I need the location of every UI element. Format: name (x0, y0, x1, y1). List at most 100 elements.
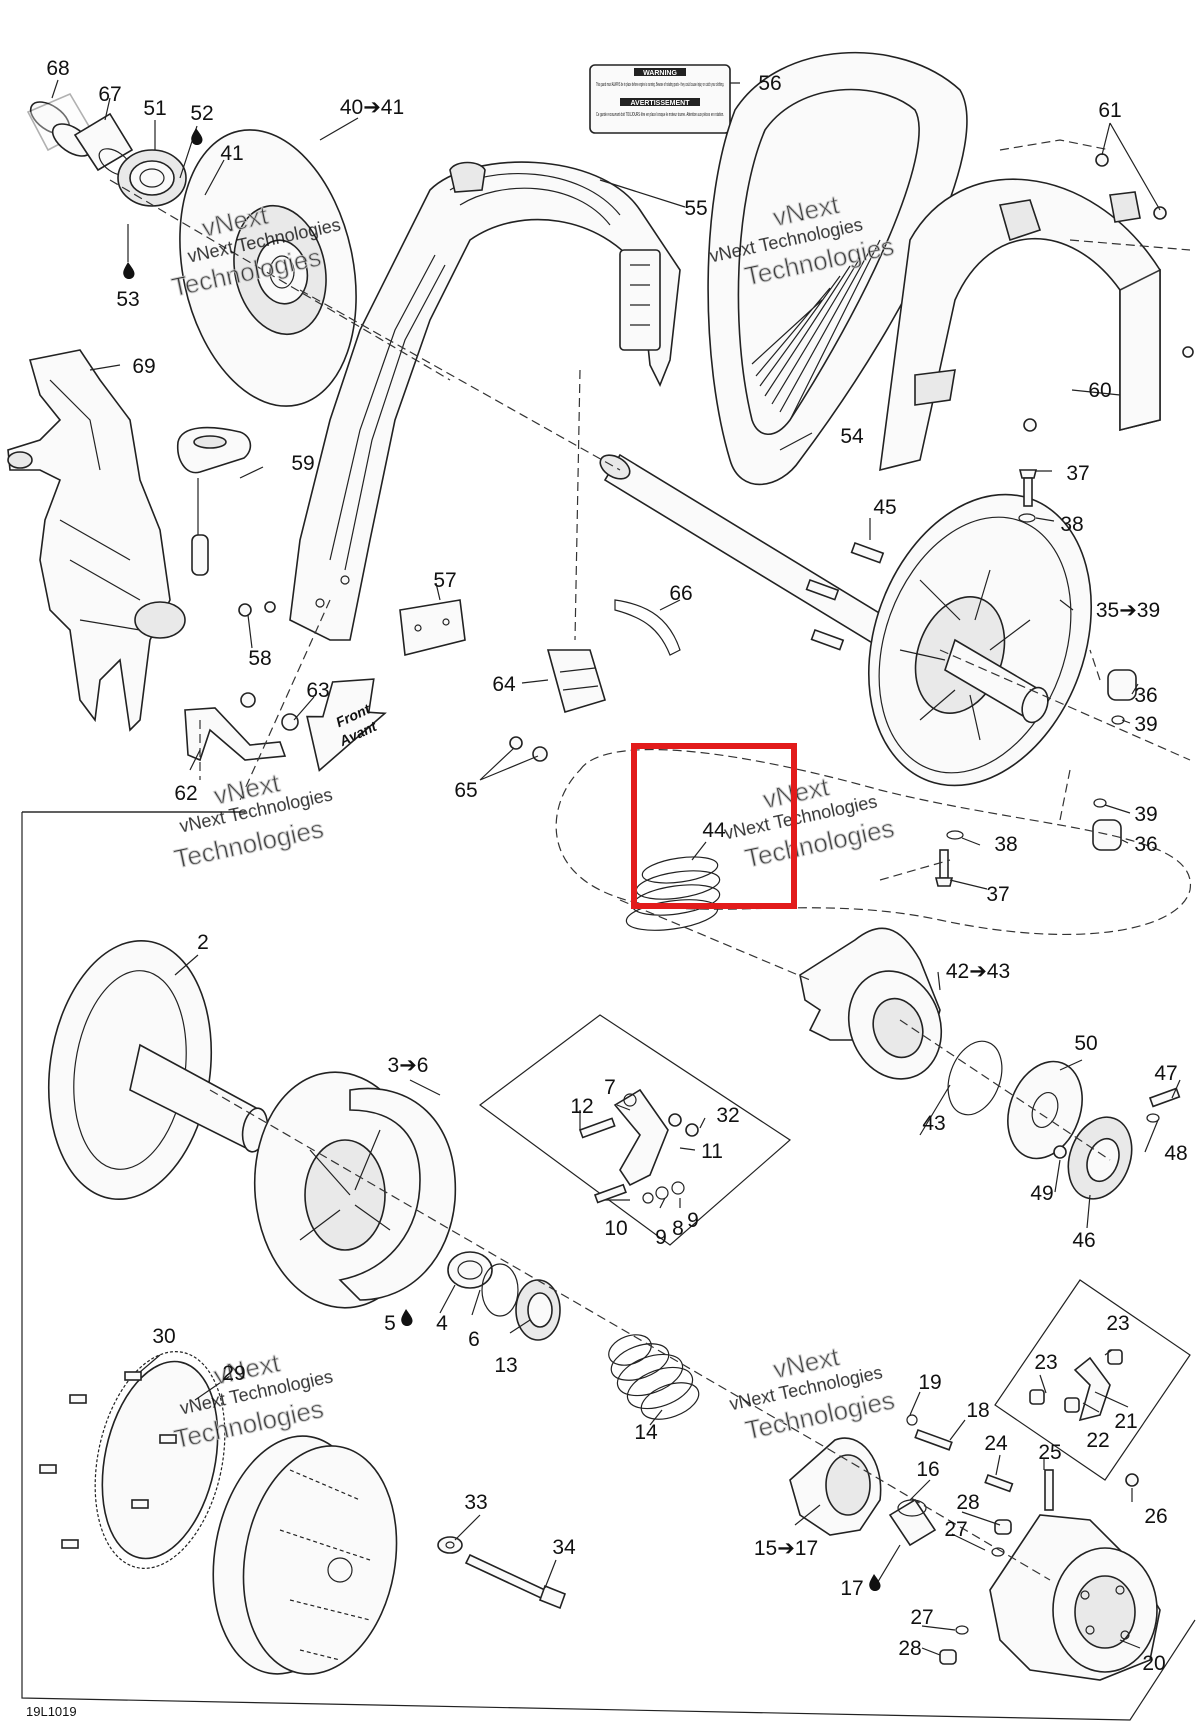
callout-12[interactable]: 12 (570, 1095, 593, 1118)
ring-27-bottom (955, 1625, 969, 1635)
bolt-47 (1148, 1087, 1181, 1108)
seal-13 (515, 1279, 561, 1341)
callout-69[interactable]: 69 (132, 355, 155, 378)
callout-14[interactable]: 14 (634, 1421, 658, 1444)
callout-37-bottom[interactable]: 37 (986, 883, 1009, 906)
warning-title-bar (634, 68, 686, 76)
callout-23-right[interactable]: 23 (1106, 1312, 1129, 1335)
callout-44[interactable]: 44 (702, 819, 726, 842)
callout-64[interactable]: 64 (492, 673, 516, 696)
callout-48[interactable]: 48 (1164, 1142, 1187, 1165)
callout-13[interactable]: 13 (494, 1354, 517, 1377)
callout-52[interactable]: 52 (190, 102, 213, 125)
callout-16[interactable]: 16 (916, 1458, 939, 1481)
callout-3-6[interactable]: 3➔6 (388, 1054, 429, 1077)
callout-60[interactable]: 60 (1088, 379, 1111, 402)
callout-39-top[interactable]: 39 (1134, 713, 1157, 736)
callout-59[interactable]: 59 (291, 452, 314, 475)
spacer-28-bottom (939, 1649, 957, 1665)
callout-58[interactable]: 58 (248, 647, 271, 670)
diagram-code: 19L1019 (26, 1704, 77, 1719)
callout-67[interactable]: 67 (98, 83, 121, 106)
callout-28-bottom[interactable]: 28 (898, 1637, 921, 1660)
callout-28-top[interactable]: 28 (956, 1491, 979, 1514)
callout-41[interactable]: 41 (220, 142, 243, 165)
callout-21[interactable]: 21 (1114, 1410, 1137, 1433)
callout-9-right[interactable]: 9 (687, 1209, 699, 1232)
oil-drop-icon-53 (123, 262, 135, 279)
nuts-58 (238, 601, 276, 617)
callout-63[interactable]: 63 (306, 679, 329, 702)
bolt-24 (984, 1473, 1014, 1493)
callout-18[interactable]: 18 (966, 1399, 989, 1422)
callout-40-41[interactable]: 40➔41 (340, 96, 404, 119)
callout-22[interactable]: 22 (1086, 1429, 1109, 1452)
bushing-16 (888, 1498, 937, 1547)
washer-50 (1007, 1060, 1083, 1160)
callout-25[interactable]: 25 (1038, 1441, 1061, 1464)
callout-30[interactable]: 30 (152, 1325, 175, 1348)
callout-19[interactable]: 19 (918, 1371, 941, 1394)
callout-47[interactable]: 47 (1154, 1062, 1177, 1085)
callout-42-43[interactable]: 42➔43 (946, 960, 1010, 983)
watermark-mid-right: vNext Technologies vNext Technologies (722, 771, 897, 874)
drive-belt-54 (707, 51, 968, 486)
callout-43[interactable]: 43 (922, 1112, 945, 1135)
callout-24[interactable]: 24 (984, 1432, 1008, 1455)
callout-20[interactable]: 20 (1142, 1652, 1165, 1675)
callout-36-top[interactable]: 36 (1134, 684, 1157, 707)
callout-6[interactable]: 6 (468, 1328, 480, 1351)
screws-65 (509, 736, 548, 762)
callout-8[interactable]: 8 (672, 1217, 684, 1240)
callout-32[interactable]: 32 (716, 1104, 739, 1127)
callout-49[interactable]: 49 (1030, 1182, 1053, 1205)
washer-38-bottom (946, 830, 964, 840)
callout-62[interactable]: 62 (174, 782, 197, 805)
callout-5[interactable]: 5 (384, 1312, 396, 1335)
belt-guard-support-55 (289, 161, 681, 641)
callout-26[interactable]: 26 (1144, 1505, 1167, 1528)
callout-61[interactable]: 61 (1098, 99, 1121, 122)
callout-11[interactable]: 11 (701, 1140, 723, 1163)
callout-38-bottom[interactable]: 38 (994, 833, 1017, 856)
circlip-43 (947, 1040, 1003, 1116)
callout-46[interactable]: 46 (1072, 1229, 1095, 1252)
callout-66[interactable]: 66 (669, 582, 692, 605)
callout-23-left[interactable]: 23 (1034, 1351, 1057, 1374)
callout-7[interactable]: 7 (604, 1076, 616, 1099)
callout-55[interactable]: 55 (684, 197, 707, 220)
callout-37-top[interactable]: 37 (1066, 462, 1089, 485)
callout-4[interactable]: 4 (436, 1312, 448, 1335)
callout-10[interactable]: 10 (604, 1217, 627, 1240)
callout-56[interactable]: 56 (758, 72, 781, 95)
callout-45[interactable]: 45 (873, 496, 896, 519)
callout-27-bottom[interactable]: 27 (910, 1606, 933, 1629)
ring-6 (481, 1263, 519, 1317)
callout-57[interactable]: 57 (433, 569, 456, 592)
callout-34[interactable]: 34 (552, 1536, 576, 1559)
watermark-group: vNext Technologies vNext Technologies vN… (168, 188, 897, 1454)
callout-2[interactable]: 2 (197, 931, 209, 954)
callout-65[interactable]: 65 (454, 779, 477, 802)
warning-title-fr: AVERTISSEMENT (631, 100, 691, 107)
ring-gear-29 (94, 1351, 226, 1569)
callout-53[interactable]: 53 (116, 288, 139, 311)
callout-27-top[interactable]: 27 (944, 1518, 967, 1541)
callout-29[interactable]: 29 (222, 1362, 245, 1385)
callout-36-bottom[interactable]: 36 (1134, 833, 1157, 856)
clip-39-bottom (1093, 798, 1107, 808)
callout-50[interactable]: 50 (1074, 1032, 1097, 1055)
callout-39-bottom[interactable]: 39 (1134, 803, 1157, 826)
callout-15-17[interactable]: 15➔17 (754, 1537, 818, 1560)
callout-9-left[interactable]: 9 (655, 1226, 667, 1249)
warning-title-en: WARNING (643, 70, 677, 77)
callout-17[interactable]: 17 (840, 1577, 863, 1600)
callout-35-39[interactable]: 35➔39 (1096, 599, 1160, 622)
callout-68[interactable]: 68 (46, 57, 69, 80)
callout-38-top[interactable]: 38 (1060, 513, 1083, 536)
callout-54[interactable]: 54 (840, 425, 864, 448)
callout-33[interactable]: 33 (464, 1491, 487, 1514)
callout-51[interactable]: 51 (143, 97, 166, 120)
washer-38-top (1018, 513, 1036, 523)
watermark-mid-left: vNext Technologies vNext Technologies (171, 767, 334, 875)
